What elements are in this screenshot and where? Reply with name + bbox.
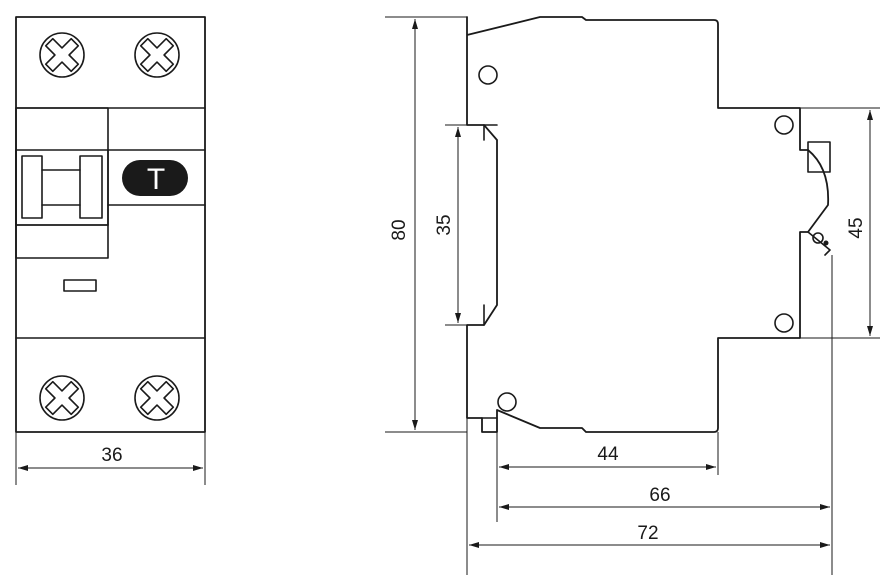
- front-view: T 36: [15, 16, 206, 485]
- width-dimension-label: 36: [101, 445, 122, 466]
- test-button-label: T: [147, 163, 165, 196]
- mount-hole-bottom-icon: [497, 392, 517, 412]
- side-body-outline: [466, 16, 830, 433]
- side-view: 80 35 45 44 66 72: [385, 16, 880, 575]
- rail-dimension-label: 35: [434, 214, 455, 235]
- test-button[interactable]: T: [122, 160, 188, 196]
- depth-66-label: 66: [649, 485, 670, 506]
- status-indicator-window: [63, 279, 97, 292]
- toggle-lever[interactable]: [15, 107, 109, 259]
- mount-hole-top-icon: [478, 65, 498, 85]
- front-lever-stub: [807, 141, 831, 173]
- mount-hole-front-bottom-icon: [774, 313, 794, 333]
- side-pivot-icon: [812, 232, 824, 244]
- front-face-dimension-label: 45: [846, 217, 867, 238]
- mount-hole-front-top-icon: [774, 115, 794, 135]
- height-dimension-label: 80: [389, 219, 410, 240]
- depth-44-label: 44: [597, 444, 619, 465]
- depth-72-label: 72: [637, 523, 658, 544]
